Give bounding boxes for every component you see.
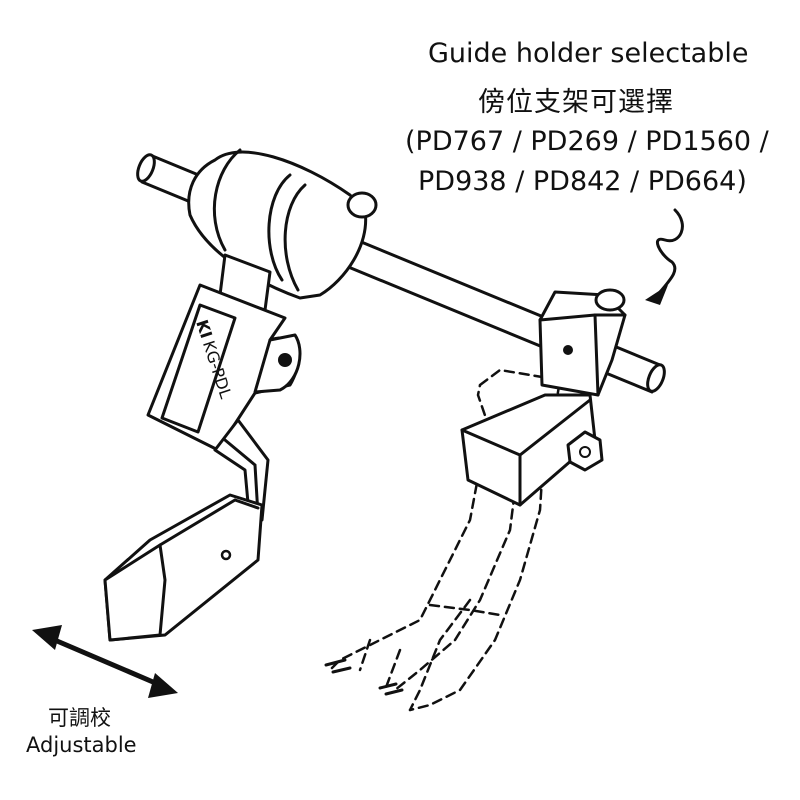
- adjustable-foot-bracket: [103, 493, 264, 642]
- pointer-arrow-icon: [645, 208, 684, 305]
- guide-holder-title: Guide holder selectable: [428, 38, 749, 69]
- roller-clamp: [187, 148, 378, 300]
- guide-holder-title-zh: 傍位支架可選擇: [478, 87, 674, 118]
- adjust-direction-arrow-icon: [32, 625, 178, 698]
- compatible-models-line2: PD938 / PD842 / PD664): [418, 166, 747, 197]
- dashed-guide-option: [324, 368, 562, 712]
- compatible-models-line1: (PD767 / PD269 / PD1560 /: [405, 126, 769, 157]
- kg-pdl-arm: KI KG-PDL: [146, 253, 302, 527]
- adjustable-label-zh: 可調校: [48, 706, 111, 730]
- adjustable-label: Adjustable: [26, 733, 137, 757]
- brand-logo: KI: [192, 317, 216, 340]
- guide-holder-block: [460, 288, 627, 507]
